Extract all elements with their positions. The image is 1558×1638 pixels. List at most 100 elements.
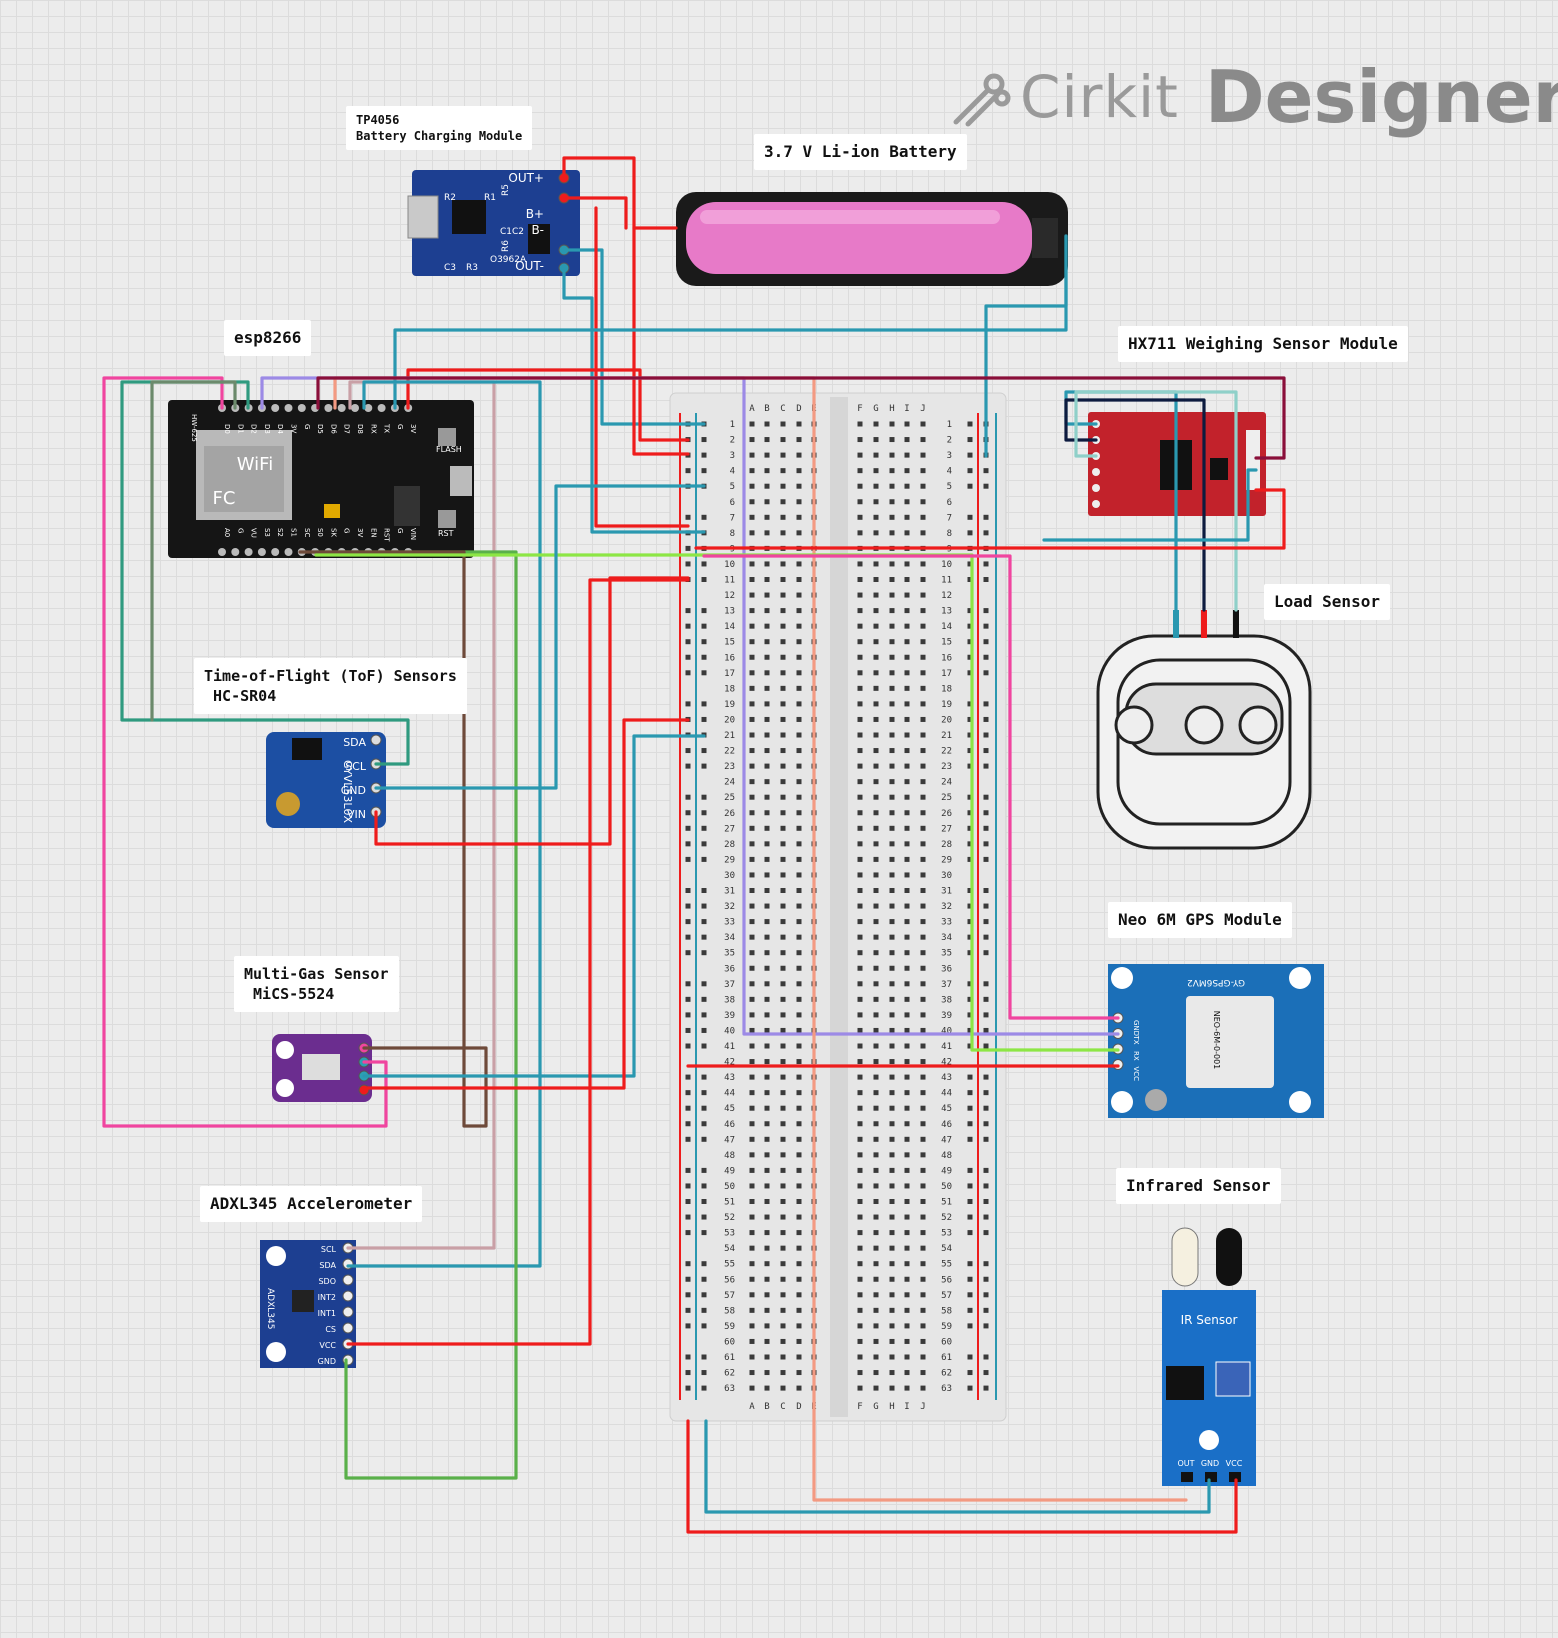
row-number: 43 (724, 1073, 735, 1083)
breadboard-hole (749, 779, 755, 785)
rail-hole (983, 1385, 989, 1391)
adxl-pin-label: VCC (319, 1341, 336, 1350)
breadboard-hole (857, 623, 863, 629)
load-sensor-lead (1233, 610, 1239, 638)
rail-hole (701, 514, 707, 520)
breadboard-hole (780, 965, 786, 971)
rst-button (438, 510, 456, 528)
rail-hole (701, 1043, 707, 1049)
row-number: 4 (947, 467, 952, 477)
row-number: 48 (724, 1151, 735, 1161)
breadboard-hole (873, 1059, 879, 1065)
breadboard-hole (764, 623, 770, 629)
rail-hole (967, 452, 973, 458)
breadboard-hole (749, 810, 755, 816)
breadboard-hole (780, 1245, 786, 1251)
breadboard-hole (889, 483, 895, 489)
breadboard-hole (873, 732, 879, 738)
breadboard-hole (873, 1370, 879, 1376)
breadboard-hole (873, 654, 879, 660)
rail-hole (983, 1136, 989, 1142)
rail-hole (685, 1105, 691, 1111)
breadboard-hole (780, 763, 786, 769)
breadboard-hole (904, 1214, 910, 1220)
breadboard-hole (920, 1199, 926, 1204)
breadboard-hole (780, 856, 786, 862)
breadboard-hole (873, 748, 879, 754)
esp8266-top-pin-label: D5 (316, 424, 324, 434)
row-number: 16 (941, 653, 952, 663)
rail-hole (983, 561, 989, 567)
breadboard-hole (920, 623, 926, 629)
breadboard-hole (857, 1027, 863, 1033)
rail-hole (967, 996, 973, 1002)
breadboard-hole (764, 1121, 770, 1127)
row-number: 51 (941, 1198, 952, 1208)
breadboard-hole (764, 763, 770, 769)
breadboard-hole (749, 1012, 755, 1018)
breadboard-hole (857, 1121, 863, 1127)
rail-hole (967, 1292, 973, 1298)
breadboard-hole (857, 950, 863, 956)
breadboard-hole (796, 623, 802, 629)
breadboard-hole (904, 950, 910, 956)
breadboard-hole (904, 872, 910, 878)
rail-hole (685, 1385, 691, 1391)
breadboard-hole (764, 1214, 770, 1220)
breadboard-hole (796, 685, 802, 691)
breadboard-hole (749, 1230, 755, 1236)
row-number: 31 (941, 887, 952, 897)
rail-hole (967, 670, 973, 676)
hx711-regulator (1210, 458, 1228, 480)
breadboard-hole (796, 903, 802, 909)
row-number: 48 (941, 1151, 952, 1161)
breadboard-hole (749, 1152, 755, 1158)
breadboard-hole (749, 1183, 755, 1189)
breadboard-hole (920, 670, 926, 676)
breadboard-hole (764, 1183, 770, 1189)
breadboard-hole (904, 981, 910, 987)
wire (1042, 468, 1258, 542)
gps-mark: GY-GPS6MV2 (1187, 977, 1245, 987)
column-letter: C (780, 404, 785, 414)
esp8266-top-pin (271, 404, 280, 412)
breadboard-hole (764, 639, 770, 645)
ir-comparator-chip (1166, 1366, 1204, 1400)
breadboard-hole (873, 499, 879, 505)
hx711-pin (1092, 500, 1100, 508)
rail-hole (967, 1043, 973, 1049)
breadboard-hole (857, 592, 863, 598)
rail-hole (685, 1199, 691, 1204)
breadboard-hole (857, 1059, 863, 1065)
breadboard-hole (796, 1292, 802, 1298)
breadboard-hole (889, 981, 895, 987)
breadboard-hole (796, 530, 802, 536)
rail-hole (685, 919, 691, 925)
breadboard-hole (920, 499, 926, 505)
row-number: 7 (730, 513, 735, 523)
breadboard-hole (889, 1338, 895, 1344)
breadboard-hole (889, 1245, 895, 1251)
breadboard-hole (749, 841, 755, 847)
breadboard-hole (904, 561, 910, 567)
breadboard-hole (904, 856, 910, 862)
breadboard-hole (857, 934, 863, 940)
load-sensor-hole (1238, 705, 1278, 745)
row-number: 21 (724, 731, 735, 741)
row-number: 39 (941, 1011, 952, 1021)
row-number: 1 (947, 420, 952, 430)
row-number: 60 (724, 1337, 735, 1347)
breadboard-hole (780, 670, 786, 676)
breadboard-hole (873, 1230, 879, 1236)
esp8266-top-pin-label: RX (369, 424, 377, 434)
rail-hole (685, 825, 691, 831)
breadboard-hole (764, 888, 770, 893)
breadboard-hole (920, 1385, 926, 1391)
breadboard-hole (796, 577, 802, 582)
breadboard-hole (780, 1292, 786, 1298)
rail-hole (685, 1012, 691, 1018)
breadboard-hole (764, 685, 770, 691)
breadboard-hole (764, 732, 770, 738)
row-number: 59 (941, 1322, 952, 1332)
row-number: 25 (724, 793, 735, 803)
